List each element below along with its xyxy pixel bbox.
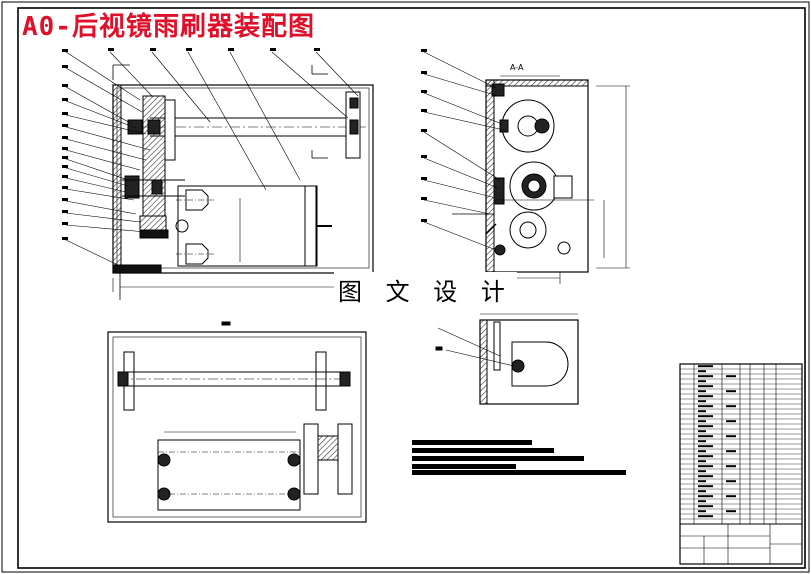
bom-row-mark <box>698 415 713 418</box>
bom-row-mark <box>698 365 713 368</box>
bom-row-mark <box>726 390 736 393</box>
bom-row-mark <box>726 480 736 483</box>
bom-row-mark <box>698 490 706 493</box>
bom-row-mark <box>698 475 713 478</box>
front-view-labels <box>62 48 320 240</box>
bom-row-mark <box>698 510 706 513</box>
bom-row-mark <box>698 430 706 433</box>
bom-row-mark <box>698 440 706 443</box>
bom-row-mark <box>726 435 736 438</box>
bom-row-mark <box>698 515 713 518</box>
bom-row-mark <box>698 380 706 383</box>
bom-row-mark <box>726 510 736 513</box>
plan-view <box>107 321 367 523</box>
bom-row-mark <box>698 505 713 508</box>
bom-row-mark <box>698 470 706 473</box>
watermark-text: 图 文 设 计 <box>334 272 517 307</box>
bom-row-mark <box>698 375 713 378</box>
bom-row-mark <box>698 425 713 428</box>
bom-row-mark <box>726 450 736 453</box>
front-view-leaders <box>65 51 359 267</box>
technical-requirements <box>412 440 626 475</box>
bom-row-mark <box>726 405 736 408</box>
bom-row-mark <box>726 420 736 423</box>
bom-row-mark <box>698 485 713 488</box>
side-view-labels <box>421 49 427 222</box>
section-label: A-A <box>510 63 524 72</box>
bom-row-mark <box>726 375 736 378</box>
bom-row-mark <box>698 370 706 373</box>
bom-row-mark <box>698 420 706 423</box>
bom-row-mark <box>698 400 706 403</box>
side-view-leaders <box>423 51 505 251</box>
bom-row-mark <box>698 495 713 498</box>
bom-row-mark <box>698 390 706 393</box>
drawing-title: A0-后视镜雨刷器装配图 <box>22 12 315 42</box>
bom-row-mark <box>698 455 713 458</box>
detail-view <box>435 313 579 405</box>
bom-row-mark <box>698 395 713 398</box>
bom-row-mark <box>698 405 713 408</box>
bom-row-mark <box>698 460 706 463</box>
bom-row-mark <box>726 465 736 468</box>
bom-row-mark <box>726 495 736 498</box>
side-view <box>452 75 630 284</box>
front-view <box>112 64 374 300</box>
inner-border <box>17 7 806 569</box>
bom-row-mark <box>698 500 706 503</box>
bom-row-mark <box>698 465 713 468</box>
bom-row-mark <box>698 445 713 448</box>
bom-row-mark <box>698 410 706 413</box>
bom-row-mark <box>698 435 713 438</box>
bom-row-mark <box>698 450 706 453</box>
bom-row-mark <box>698 385 713 388</box>
bom-row-mark <box>698 480 706 483</box>
bom-rows <box>680 365 802 520</box>
